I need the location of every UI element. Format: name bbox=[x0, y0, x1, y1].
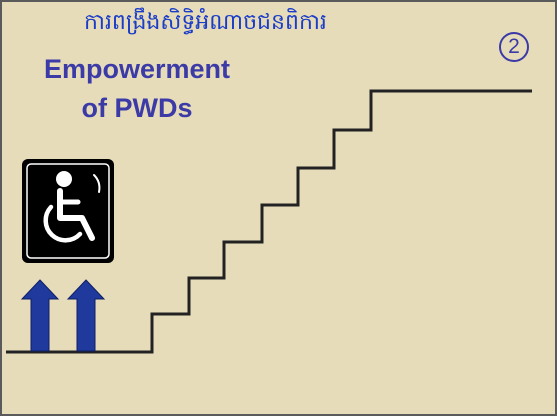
wheelchair-icon bbox=[22, 159, 114, 263]
title-line-2: of PWDs bbox=[81, 93, 193, 123]
staircase-line bbox=[6, 89, 532, 354]
khmer-heading: ការពង្រឹងសិទ្ធិអំណាចជនពិការ bbox=[84, 10, 327, 35]
step-number-badge: 2 bbox=[499, 32, 529, 62]
arrow-up-icon bbox=[20, 279, 60, 352]
title-line-1: Empowerment bbox=[43, 54, 231, 84]
step-number: 2 bbox=[508, 35, 520, 58]
arrow-up-icon bbox=[66, 279, 106, 352]
